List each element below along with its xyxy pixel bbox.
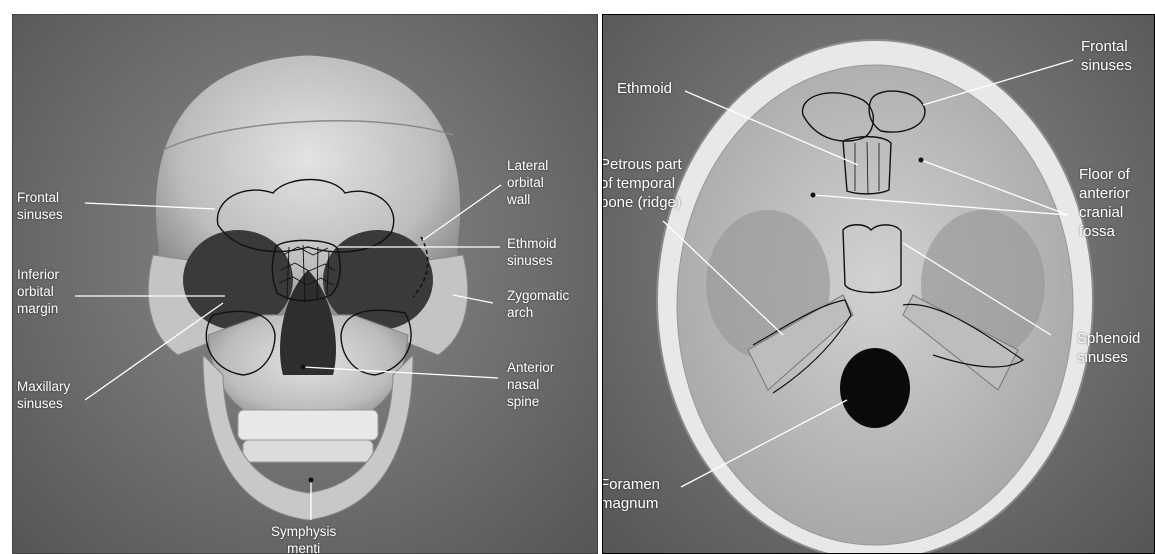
upper-teeth [238, 410, 378, 440]
dot-symphysis-menti [309, 478, 314, 483]
dot-anterior-fossa-right [919, 158, 924, 163]
label-inferior-orbital-margin: Inferior orbital margin [17, 266, 59, 317]
lower-teeth [243, 440, 373, 462]
frontal-skull-illustration [13, 15, 597, 553]
cranial-base-illustration [603, 15, 1154, 553]
label-petrous-part: Petrous part of temporal bone (ridge) [602, 155, 682, 212]
dot-anterior-nasal-spine [301, 365, 306, 370]
label-sphenoid-sinuses: Sphenoid sinuses [1077, 329, 1140, 367]
label-zygomatic-arch: Zygomatic arch [507, 287, 569, 321]
label-symphysis-menti: Symphysis menti [271, 523, 336, 554]
label-frontal-sinuses: Frontal sinuses [1081, 37, 1132, 75]
label-floor-anterior-cranial-fossa: Floor of anterior cranial fossa [1079, 165, 1130, 241]
label-frontal-sinuses: Frontal sinuses [17, 189, 63, 223]
label-ethmoid: Ethmoid [617, 79, 672, 98]
label-ethmoid-sinuses: Ethmoid sinuses [507, 235, 557, 269]
foramen-magnum-opening [840, 348, 910, 428]
label-lateral-orbital-wall: Lateral orbital wall [507, 157, 548, 208]
frontal-view-panel: Frontal sinuses Inferior orbital margin … [12, 14, 598, 554]
dot-anterior-fossa-left [811, 193, 816, 198]
cranial-base-view-panel: Ethmoid Petrous part of temporal bone (r… [602, 14, 1155, 554]
label-anterior-nasal-spine: Anterior nasal spine [507, 359, 554, 410]
label-foramen-magnum: Foramen magnum [602, 475, 660, 513]
label-maxillary-sinuses: Maxillary sinuses [17, 378, 70, 412]
